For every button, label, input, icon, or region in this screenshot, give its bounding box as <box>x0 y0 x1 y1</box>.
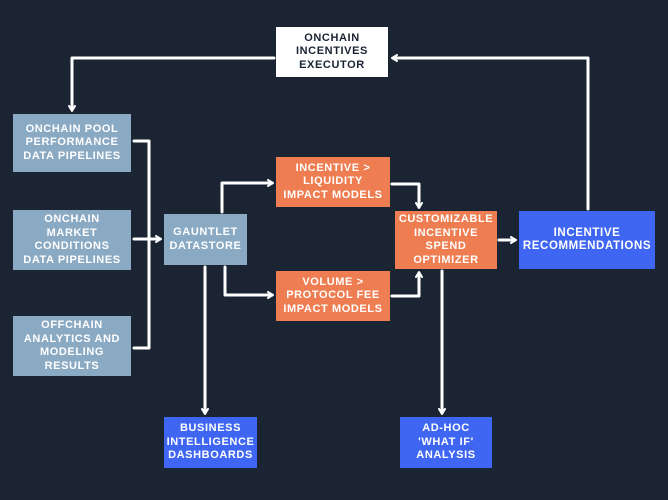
pool-label-line: DATA PIPELINES <box>23 149 121 162</box>
datastore-label-line: DATASTORE <box>169 239 242 252</box>
adhoc-label-line: AD-HOC <box>422 422 470 435</box>
ad-hoc-what-if-analysis-box: AD-HOC 'WHAT IF' ANALYSIS <box>400 417 492 468</box>
executor-label-line: ONCHAIN <box>304 31 360 44</box>
liquidity-label-line: INCENTIVE > <box>295 161 371 174</box>
edge-executor-to-pool <box>68 56 276 112</box>
onchain-incentives-executor-box: ONCHAIN INCENTIVES EXECUTOR <box>276 27 388 77</box>
executor-label-line: EXECUTOR <box>299 58 365 71</box>
protocol-label-line: PROTOCOL FEE <box>286 289 380 302</box>
market-label-line: MARKET <box>46 226 98 239</box>
protocol-label-line: IMPACT MODELS <box>283 302 383 315</box>
optimizer-label-line: CUSTOMIZABLE <box>398 213 494 225</box>
recs-label-line: INCENTIVE <box>553 226 621 239</box>
adhoc-label-line: 'WHAT IF' <box>418 435 474 448</box>
edge-datastore-to-liquidity <box>220 179 274 214</box>
edge-offchain-to-datastore <box>132 237 151 350</box>
pool-label-line: PERFORMANCE <box>25 136 119 149</box>
market-label-line: CONDITIONS <box>34 240 110 252</box>
market-label-line: DATA PIPELINES <box>23 253 121 266</box>
edge-pool-to-datastore <box>132 139 151 241</box>
offchain-label-line: OFFCHAIN <box>41 319 103 331</box>
executor-label-line: INCENTIVES <box>295 45 368 58</box>
liquidity-impact-models-box: INCENTIVE > LIQUIDITY IMPACT MODELS <box>276 157 390 207</box>
optimizer-label-line: INCENTIVE <box>413 226 479 239</box>
adhoc-label-line: ANALYSIS <box>416 449 476 462</box>
optimizer-label-line: OPTIMIZER <box>413 253 479 266</box>
bi-label-line: BUSINESS <box>179 422 242 435</box>
offchain-label-line: MODELING <box>39 346 105 358</box>
business-intelligence-dashboards-box: BUSINESS INTELLIGENCE DASHBOARDS <box>164 417 257 468</box>
incentive-spend-optimizer-box: CUSTOMIZABLE INCENTIVE SPEND OPTIMIZER <box>395 211 497 269</box>
pool-label-line: ONCHAIN POOL <box>25 122 119 135</box>
liquidity-label-line: LIQUIDITY <box>303 175 363 188</box>
datastore-label-line: GAUNTLET <box>173 226 238 238</box>
bi-label-line: INTELLIGENCE <box>166 435 255 448</box>
edge-recs-to-executor <box>391 54 590 211</box>
edge-protocol-to-optimizer <box>390 271 423 298</box>
incentive-recommendations-box: INCENTIVE RECOMMENDATIONS <box>519 211 655 269</box>
onchain-pool-performance-box: ONCHAIN POOL PERFORMANCE DATA PIPELINES <box>13 114 131 172</box>
offchain-label-line: ANALYTICS AND <box>23 332 121 345</box>
liquidity-label-line: IMPACT MODELS <box>283 188 383 201</box>
protocol-fee-impact-models-box: VOLUME > PROTOCOL FEE IMPACT MODELS <box>276 271 390 321</box>
edge-datastore-to-protocol <box>223 265 274 299</box>
gauntlet-datastore-box: GAUNTLET DATASTORE <box>164 214 247 265</box>
offchain-analytics-box: OFFCHAIN ANALYTICS AND MODELING RESULTS <box>13 316 131 376</box>
optimizer-label-line: SPEND <box>425 240 467 252</box>
protocol-label-line: VOLUME > <box>302 275 364 288</box>
edge-liquidity-to-optimizer <box>390 182 423 209</box>
market-label-line: ONCHAIN <box>44 213 100 225</box>
recs-label-line: RECOMMENDATIONS <box>522 240 652 252</box>
bi-label-line: DASHBOARDS <box>168 449 253 462</box>
offchain-label-line: RESULTS <box>44 359 100 372</box>
onchain-market-conditions-box: ONCHAIN MARKET CONDITIONS DATA PIPELINES <box>13 210 131 270</box>
